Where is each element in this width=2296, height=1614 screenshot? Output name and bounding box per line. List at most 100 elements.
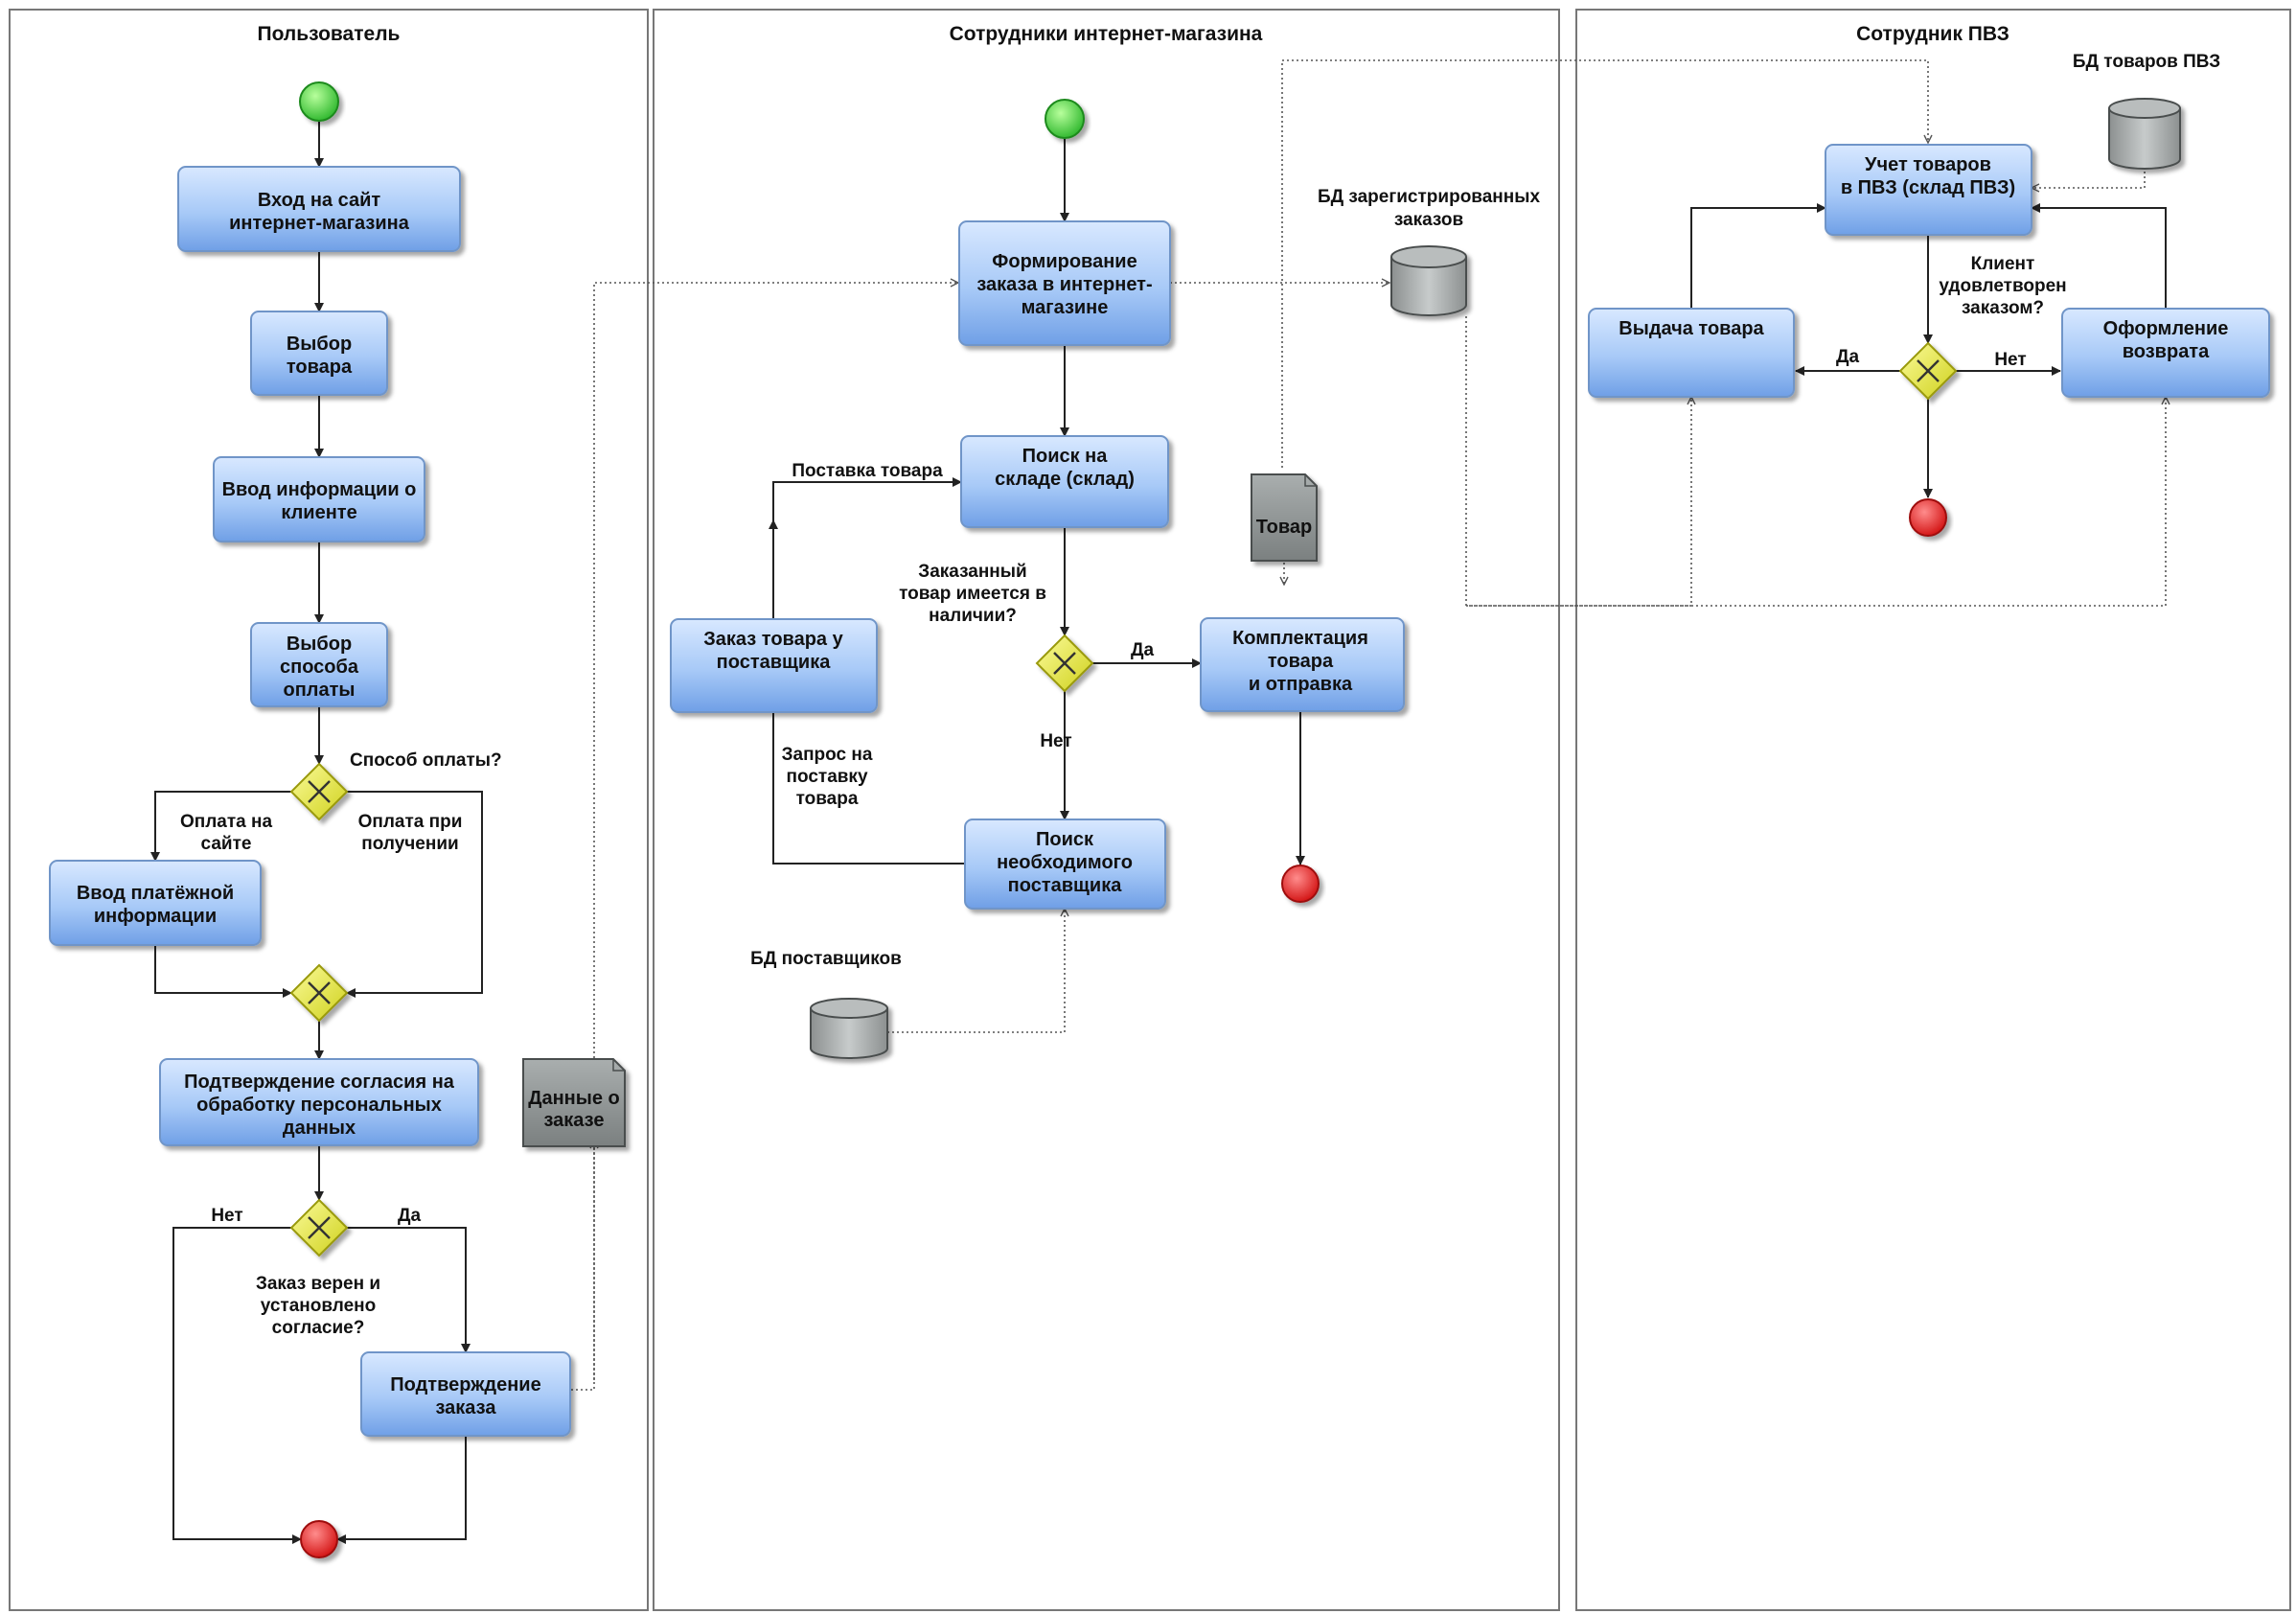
lane-staff-title: Сотрудники интернет-магазина <box>950 23 1263 45</box>
database-icon <box>1390 245 1467 316</box>
store-db-pvz-label: БД товаров ПВЗ <box>2073 52 2220 72</box>
label-supply-request-line-1: Запрос на <box>782 745 873 765</box>
x-icon <box>308 780 331 803</box>
label-no-2: Нет <box>1040 731 1071 751</box>
store-db-orders-line-2: заказов <box>1394 210 1463 230</box>
label-q-client-line-2: удовлетворен <box>1939 276 2066 296</box>
task-payment-method-line-2: способа <box>280 657 359 678</box>
end-event-pvz <box>1909 498 1947 537</box>
label-q-in-stock-line-3: наличии? <box>929 606 1017 626</box>
label-q-order-ok-line-1: Заказ верен и <box>256 1274 380 1294</box>
store-db-orders: БД зарегистрированных заказов <box>1318 187 1541 316</box>
gateway-payment-merge <box>289 963 349 1023</box>
task-consent-line-1: Подтверждение согласия на <box>184 1072 455 1093</box>
task-issue: Выдача товара <box>1588 308 1795 398</box>
store-db-suppliers: БД поставщиков <box>750 949 902 1059</box>
task-confirm-order-line-1: Подтверждение <box>390 1374 540 1395</box>
task-supplier-search-line-1: Поиск <box>1036 829 1094 850</box>
label-yes-2: Да <box>1131 640 1155 660</box>
x-icon <box>1053 652 1076 675</box>
gateways <box>289 341 1958 1257</box>
artifact-goods: Товар <box>1251 473 1318 562</box>
task-consent-line-2: обработку персональных <box>196 1095 442 1116</box>
label-pay-online-line-1: Оплата на <box>180 812 273 832</box>
task-supplier-order-line-1: Заказ товара у <box>703 629 843 650</box>
label-pay-online-line-2: сайте <box>201 834 252 854</box>
store-db-pvz: БД товаров ПВЗ <box>2073 52 2220 170</box>
label-q-in-stock-line-1: Заказанный <box>918 562 1026 582</box>
lane-pvz: Сотрудник ПВЗ <box>1575 9 2291 1611</box>
task-issue-line-1: Выдача товара <box>1619 318 1764 339</box>
end-event-user <box>300 1520 338 1558</box>
lane-pvz-title: Сотрудник ПВЗ <box>1856 23 2009 45</box>
task-pack-ship-line-2: товара <box>1268 651 1334 672</box>
task-return-line-2: возврата <box>2123 341 2210 362</box>
task-form-order-line-3: магазине <box>1022 297 1109 318</box>
label-no-1: Нет <box>211 1206 242 1226</box>
svg-text:Товар: Товар <box>1256 517 1313 538</box>
task-return-line-1: Оформление <box>2103 318 2229 339</box>
label-q-order-ok-line-3: согласие? <box>272 1318 365 1338</box>
label-no-3: Нет <box>1994 350 2026 370</box>
task-warehouse-search-line-2: складе (склад) <box>995 469 1135 490</box>
gateway-payment-method <box>289 762 349 821</box>
task-warehouse-search-line-1: Поиск на <box>1022 446 1109 467</box>
svg-text:Выдача товара: Выдача товара <box>1619 318 1764 339</box>
task-login-line-2: интернет-магазина <box>229 213 410 234</box>
start-event-user <box>299 81 339 122</box>
gateway-client-satisfied <box>1898 341 1958 401</box>
task-form-order-line-2: заказа в интернет- <box>976 274 1152 295</box>
label-pay-on-receipt-line-1: Оплата при <box>358 812 463 832</box>
task-payment-method-line-3: оплаты <box>284 680 356 701</box>
task-payment-info-line-2: информации <box>94 906 217 927</box>
label-supply: Поставка товара <box>792 461 943 481</box>
task-confirm-order-line-2: заказа <box>436 1397 497 1418</box>
document-icon <box>1251 473 1318 562</box>
database-icon <box>810 998 888 1059</box>
task-pack-ship-line-3: и отправка <box>1249 674 1353 695</box>
task-supplier-order-line-2: поставщика <box>717 652 832 673</box>
label-q-order-ok-line-2: установлено <box>261 1296 377 1316</box>
task-choose-product-line-1: Выбор <box>287 334 352 355</box>
x-icon <box>308 1216 331 1239</box>
label-supply-request-line-2: поставку <box>786 767 867 787</box>
x-icon <box>308 981 331 1004</box>
label-pay-on-receipt-line-2: получении <box>361 834 458 854</box>
label-q-client-line-1: Клиент <box>1971 254 2035 274</box>
task-supplier-search-line-3: поставщика <box>1008 875 1123 896</box>
association-flows <box>571 59 2166 1391</box>
gateway-in-stock <box>1035 634 1094 693</box>
store-db-orders-line-1: БД зарегистрированных <box>1318 187 1541 207</box>
label-yes-3: Да <box>1836 347 1860 367</box>
x-icon <box>1917 359 1940 382</box>
database-icon <box>2108 98 2181 170</box>
task-consent-line-3: данных <box>283 1118 356 1139</box>
gateway-order-ok <box>289 1198 349 1257</box>
